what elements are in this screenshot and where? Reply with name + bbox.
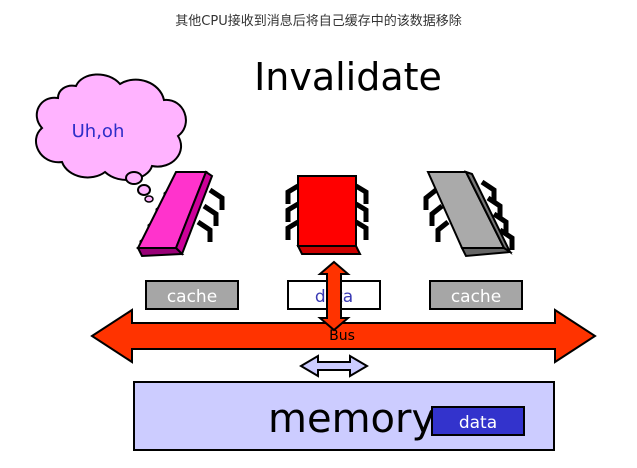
slide-title: Invalidate xyxy=(254,55,442,99)
cache-box-right: cache xyxy=(429,280,523,310)
bus-label: Bus xyxy=(329,328,355,344)
memory-bus-arrow xyxy=(299,354,369,378)
thought-cloud: Uh,oh xyxy=(35,73,187,203)
cpu-chip-middle xyxy=(285,175,369,255)
cache-box-left: cache xyxy=(145,280,239,310)
memory-block: memory data xyxy=(133,381,555,451)
cache-label-right: cache xyxy=(451,287,501,307)
thought-bubble-text: Uh,oh xyxy=(72,121,125,142)
cache-label-left: cache xyxy=(167,287,217,307)
caption: 其他CPU接收到消息后将自己缓存中的该数据移除 xyxy=(175,14,462,29)
bus-arrow xyxy=(90,308,597,364)
memory-data-label: data xyxy=(459,413,497,433)
cpu-bus-arrow xyxy=(317,260,351,332)
cpu-chip-right xyxy=(423,170,515,258)
cpu-chip-left xyxy=(136,170,225,258)
memory-label: memory xyxy=(268,396,435,442)
